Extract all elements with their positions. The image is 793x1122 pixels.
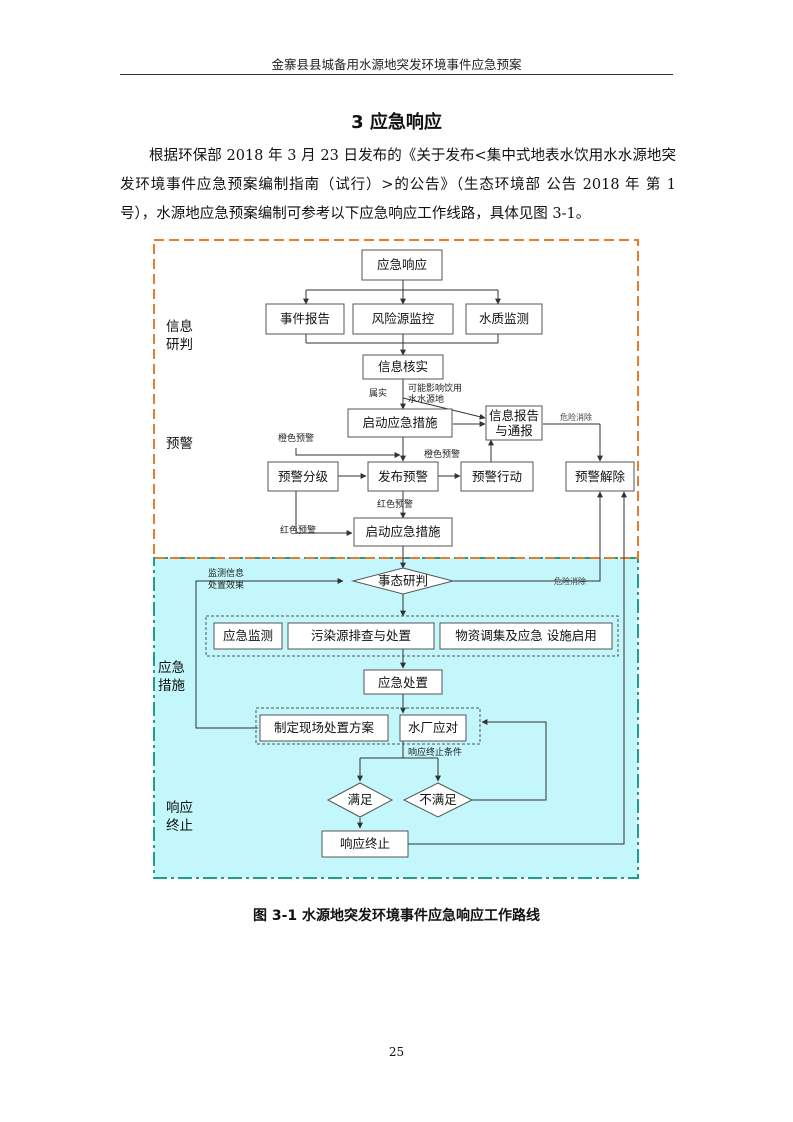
label-orange-1: 橙色预警 [278, 432, 314, 444]
phase-termination-line2: 终止 [166, 818, 193, 834]
body-paragraph: 根据环保部 2018 年 3 月 23 日发布的《关于发布<集中式地表水饮用水水… [120, 148, 676, 222]
node-report-notify-box [485, 405, 543, 441]
connectors [195, 280, 627, 845]
node-info-verify-box [362, 354, 444, 380]
response-flowchart: 信息 研判 预警 应急 措施 响应 终止 [148, 236, 644, 886]
node-material-dispatch: 物资调集及应急 设施启用 [455, 628, 596, 643]
node-satisfied-diamond [326, 782, 394, 818]
label-may-affect-line2: 水水源地 [408, 393, 444, 405]
node-emergency-monitor: 应急监测 [223, 628, 273, 643]
node-emergency-monitor-box [213, 622, 283, 650]
node-start-measures-2-box [353, 517, 453, 547]
node-event-report: 事件报告 [280, 311, 330, 326]
phase-info-line1: 信息 [166, 318, 193, 335]
node-event-report-box [265, 303, 345, 335]
node-water-plant-box [399, 714, 467, 742]
label-danger-clear-2: 危险消除 [554, 576, 586, 586]
node-warning-level-box [267, 461, 339, 492]
phase-termination-line1: 响应 [166, 799, 193, 816]
label-red-1: 红色预警 [377, 498, 413, 510]
label-end-condition: 响应终止条件 [408, 746, 462, 758]
node-info-verify: 信息核实 [378, 359, 428, 374]
node-start-measures-2: 启动应急措施 [365, 524, 441, 539]
node-risk-monitor-box [352, 303, 454, 335]
node-warning-level: 预警分级 [278, 469, 329, 484]
phase-measures-line2: 措施 [158, 678, 185, 694]
node-site-plan: 制定现场处置方案 [274, 720, 375, 735]
node-material-dispatch-box [439, 622, 613, 650]
node-issue-warning-box [367, 461, 439, 492]
node-emergency-handle: 应急处置 [378, 675, 428, 690]
node-water-plant: 水厂应对 [408, 720, 458, 735]
figure-caption: 图 3-1 水源地突发环境事件应急响应工作路线 [252, 908, 541, 924]
node-response: 应急响应 [377, 257, 427, 272]
phase-warning: 预警 [166, 436, 193, 452]
measures-region [153, 557, 639, 879]
node-response-box [361, 249, 443, 281]
node-unsatisfied: 不满足 [419, 792, 457, 807]
node-emergency-handle-box [363, 669, 443, 695]
label-danger-clear-1: 危险消除 [560, 412, 592, 422]
node-pollution-check-box [287, 622, 435, 650]
running-header: 金寨县县城备用水源地突发环境事件应急预案 [271, 57, 522, 72]
label-monitor-info-line1: 监测信息 [208, 567, 244, 579]
node-response-end-box [321, 830, 409, 858]
node-situation-judge-diamond [351, 567, 455, 595]
warning-region [153, 239, 639, 559]
node-report-notify-line2: 与通报 [495, 423, 533, 438]
handling-group-frame [255, 707, 481, 745]
label-monitor-info-line2: 处置效果 [208, 579, 244, 591]
node-lift-warning-box [565, 461, 635, 492]
page-number: 25 [388, 1045, 405, 1059]
action-group-frame [205, 615, 619, 657]
node-situation-judge: 事态研判 [378, 573, 428, 588]
label-red-2: 红色预警 [280, 524, 316, 536]
node-start-measures-1: 启动应急措施 [362, 415, 438, 430]
node-water-quality: 水质监测 [479, 311, 529, 326]
header-rule [120, 74, 673, 75]
node-satisfied: 满足 [347, 792, 373, 807]
label-confirmed: 属实 [369, 387, 387, 399]
node-risk-monitor: 风险源监控 [372, 311, 435, 326]
node-response-end: 响应终止 [340, 836, 390, 851]
node-site-plan-box [259, 714, 389, 742]
node-start-measures-1-box [347, 408, 453, 438]
node-pollution-check: 污染源排查与处置 [311, 628, 411, 643]
phase-measures-line1: 应急 [158, 659, 185, 676]
node-water-quality-box [465, 303, 543, 335]
node-unsatisfied-diamond [402, 782, 474, 818]
section-title: 3 应急响应 [351, 112, 442, 133]
label-orange-2: 橙色预警 [424, 448, 460, 460]
node-lift-warning: 预警解除 [575, 469, 626, 484]
node-warning-action: 预警行动 [472, 469, 522, 484]
node-report-notify-line1: 信息报告 [489, 408, 539, 423]
label-may-affect-line1: 可能影响饮用 [408, 382, 462, 394]
phase-info-line2: 研判 [166, 337, 193, 353]
node-warning-action-box [460, 461, 534, 492]
node-issue-warning: 发布预警 [378, 469, 428, 484]
